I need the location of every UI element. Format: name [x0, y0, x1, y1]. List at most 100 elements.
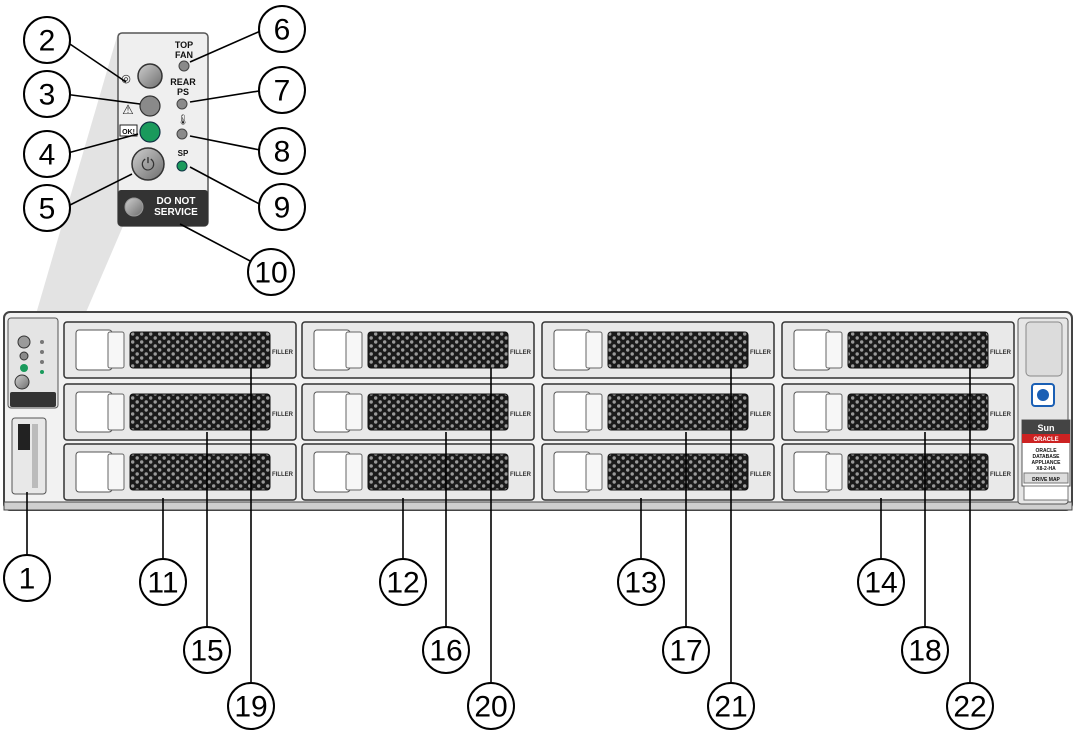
callout-2: 2 [23, 16, 71, 64]
top-fan-label: TOP [175, 40, 193, 50]
filler-label: FILLER [272, 350, 294, 356]
filler-label: FILLER [272, 472, 294, 478]
callout-number: 8 [274, 136, 291, 169]
callout-number: 7 [274, 75, 291, 108]
filler-label: FILLER [510, 412, 532, 418]
drive-filler[interactable]: FILLER [301, 321, 535, 379]
callout-5: 5 [23, 184, 71, 232]
leader-line [189, 28, 266, 63]
callout-number: 9 [274, 192, 291, 225]
drive-grille [367, 453, 509, 491]
oracle-logo: ORACLE [1033, 437, 1058, 443]
drive-filler[interactable]: FILLER [541, 383, 775, 441]
locator-button[interactable] [137, 63, 163, 89]
leader-line [189, 135, 266, 152]
overtemp-led [176, 128, 188, 140]
callout-17: 17 [662, 626, 710, 674]
callout-11: 11 [139, 558, 187, 606]
filler-label: FILLER [750, 350, 772, 356]
product-name-line: APPLIANCE [1032, 460, 1062, 466]
drive-grille [847, 393, 989, 431]
filler-label: FILLER [510, 472, 532, 478]
callout-number: 13 [624, 567, 657, 600]
power-icon: ⏻ [141, 155, 155, 174]
drive-filler[interactable]: FILLER [63, 383, 297, 441]
callout-7: 7 [258, 66, 306, 114]
callout-10: 10 [247, 248, 295, 296]
drive-grille [847, 453, 989, 491]
service-warning-icon: ⚠ [122, 102, 134, 117]
callout-number: 11 [147, 567, 178, 600]
callout-number: 10 [254, 257, 287, 290]
ok-label: OK! [122, 129, 135, 136]
drive-filler[interactable]: FILLER [541, 443, 775, 501]
power-button[interactable] [131, 147, 165, 181]
drive-grille [367, 393, 509, 431]
callout-22: 22 [946, 682, 994, 730]
callout-21: 21 [707, 682, 755, 730]
top-fan-led [178, 60, 190, 72]
drive-grille [129, 453, 271, 491]
product-name-line: X8-2-HA [1036, 466, 1056, 472]
filler-label: FILLER [750, 412, 772, 418]
callout-20: 20 [467, 682, 515, 730]
drive-grille [129, 331, 271, 369]
do-not-service-led [124, 197, 144, 217]
thermometer-icon: 🌡 [177, 114, 190, 126]
top-fan-label: FAN [175, 50, 193, 60]
drive-filler[interactable]: FILLER [301, 443, 535, 501]
filler-label: FILLER [510, 350, 532, 356]
rear-ps-led [176, 98, 188, 110]
leader-line [63, 173, 133, 209]
drive-grille [607, 393, 749, 431]
drive-filler[interactable]: FILLER [541, 321, 775, 379]
drive-map-label: DRIVE MAP [1032, 477, 1060, 483]
callout-number: 15 [190, 635, 223, 668]
callout-number: 22 [953, 691, 986, 724]
drive-filler[interactable]: FILLER [63, 321, 297, 379]
enlarged-front-panel: ◎ ⚠ OK! ⏻ TOP FAN REAR PS 🌡 SP DO NOT SE… [117, 32, 209, 227]
callout-number: 6 [274, 14, 291, 47]
service-led [139, 95, 161, 117]
callout-18: 18 [901, 626, 949, 674]
drive-filler[interactable]: FILLER [301, 383, 535, 441]
callout-8: 8 [258, 127, 306, 175]
drive-grille [607, 331, 749, 369]
drive-grille [607, 453, 749, 491]
ok-led [139, 121, 161, 143]
callout-number: 16 [429, 635, 462, 668]
drive-grille [129, 393, 271, 431]
sp-led [176, 160, 188, 172]
drive-filler[interactable]: FILLER [781, 383, 1015, 441]
callout-number: 12 [386, 567, 419, 600]
callout-number: 17 [669, 635, 702, 668]
rear-ps-label: PS [177, 87, 189, 97]
drive-filler[interactable]: FILLER [781, 443, 1015, 501]
leader-line [63, 39, 127, 83]
leader-line [189, 89, 266, 103]
callout-14: 14 [857, 558, 905, 606]
callout-number: 21 [714, 691, 747, 724]
drive-filler[interactable]: FILLER [781, 321, 1015, 379]
callout-number: 19 [234, 691, 267, 724]
callout-number: 4 [39, 139, 56, 172]
locator-icon: ◎ [121, 73, 131, 85]
drive-grille [847, 331, 989, 369]
filler-label: FILLER [990, 412, 1012, 418]
filler-label: FILLER [990, 350, 1012, 356]
product-name-line: ORACLE [1035, 448, 1057, 454]
callout-19: 19 [227, 682, 275, 730]
drive-bays: FILLERFILLERFILLERFILLERFILLERFILLERFILL… [63, 321, 1015, 501]
callout-number: 3 [39, 79, 56, 112]
do-not-service-label: SERVICE [154, 207, 198, 218]
rear-ps-label: REAR [170, 77, 196, 87]
callout-13: 13 [617, 558, 665, 606]
leader-line [63, 133, 139, 155]
callout-6: 6 [258, 5, 306, 53]
leader-line [189, 166, 266, 208]
callout-1: 1 [3, 554, 51, 602]
drive-filler[interactable]: FILLER [63, 443, 297, 501]
callout-number: 20 [474, 691, 507, 724]
leader-line [63, 93, 141, 105]
